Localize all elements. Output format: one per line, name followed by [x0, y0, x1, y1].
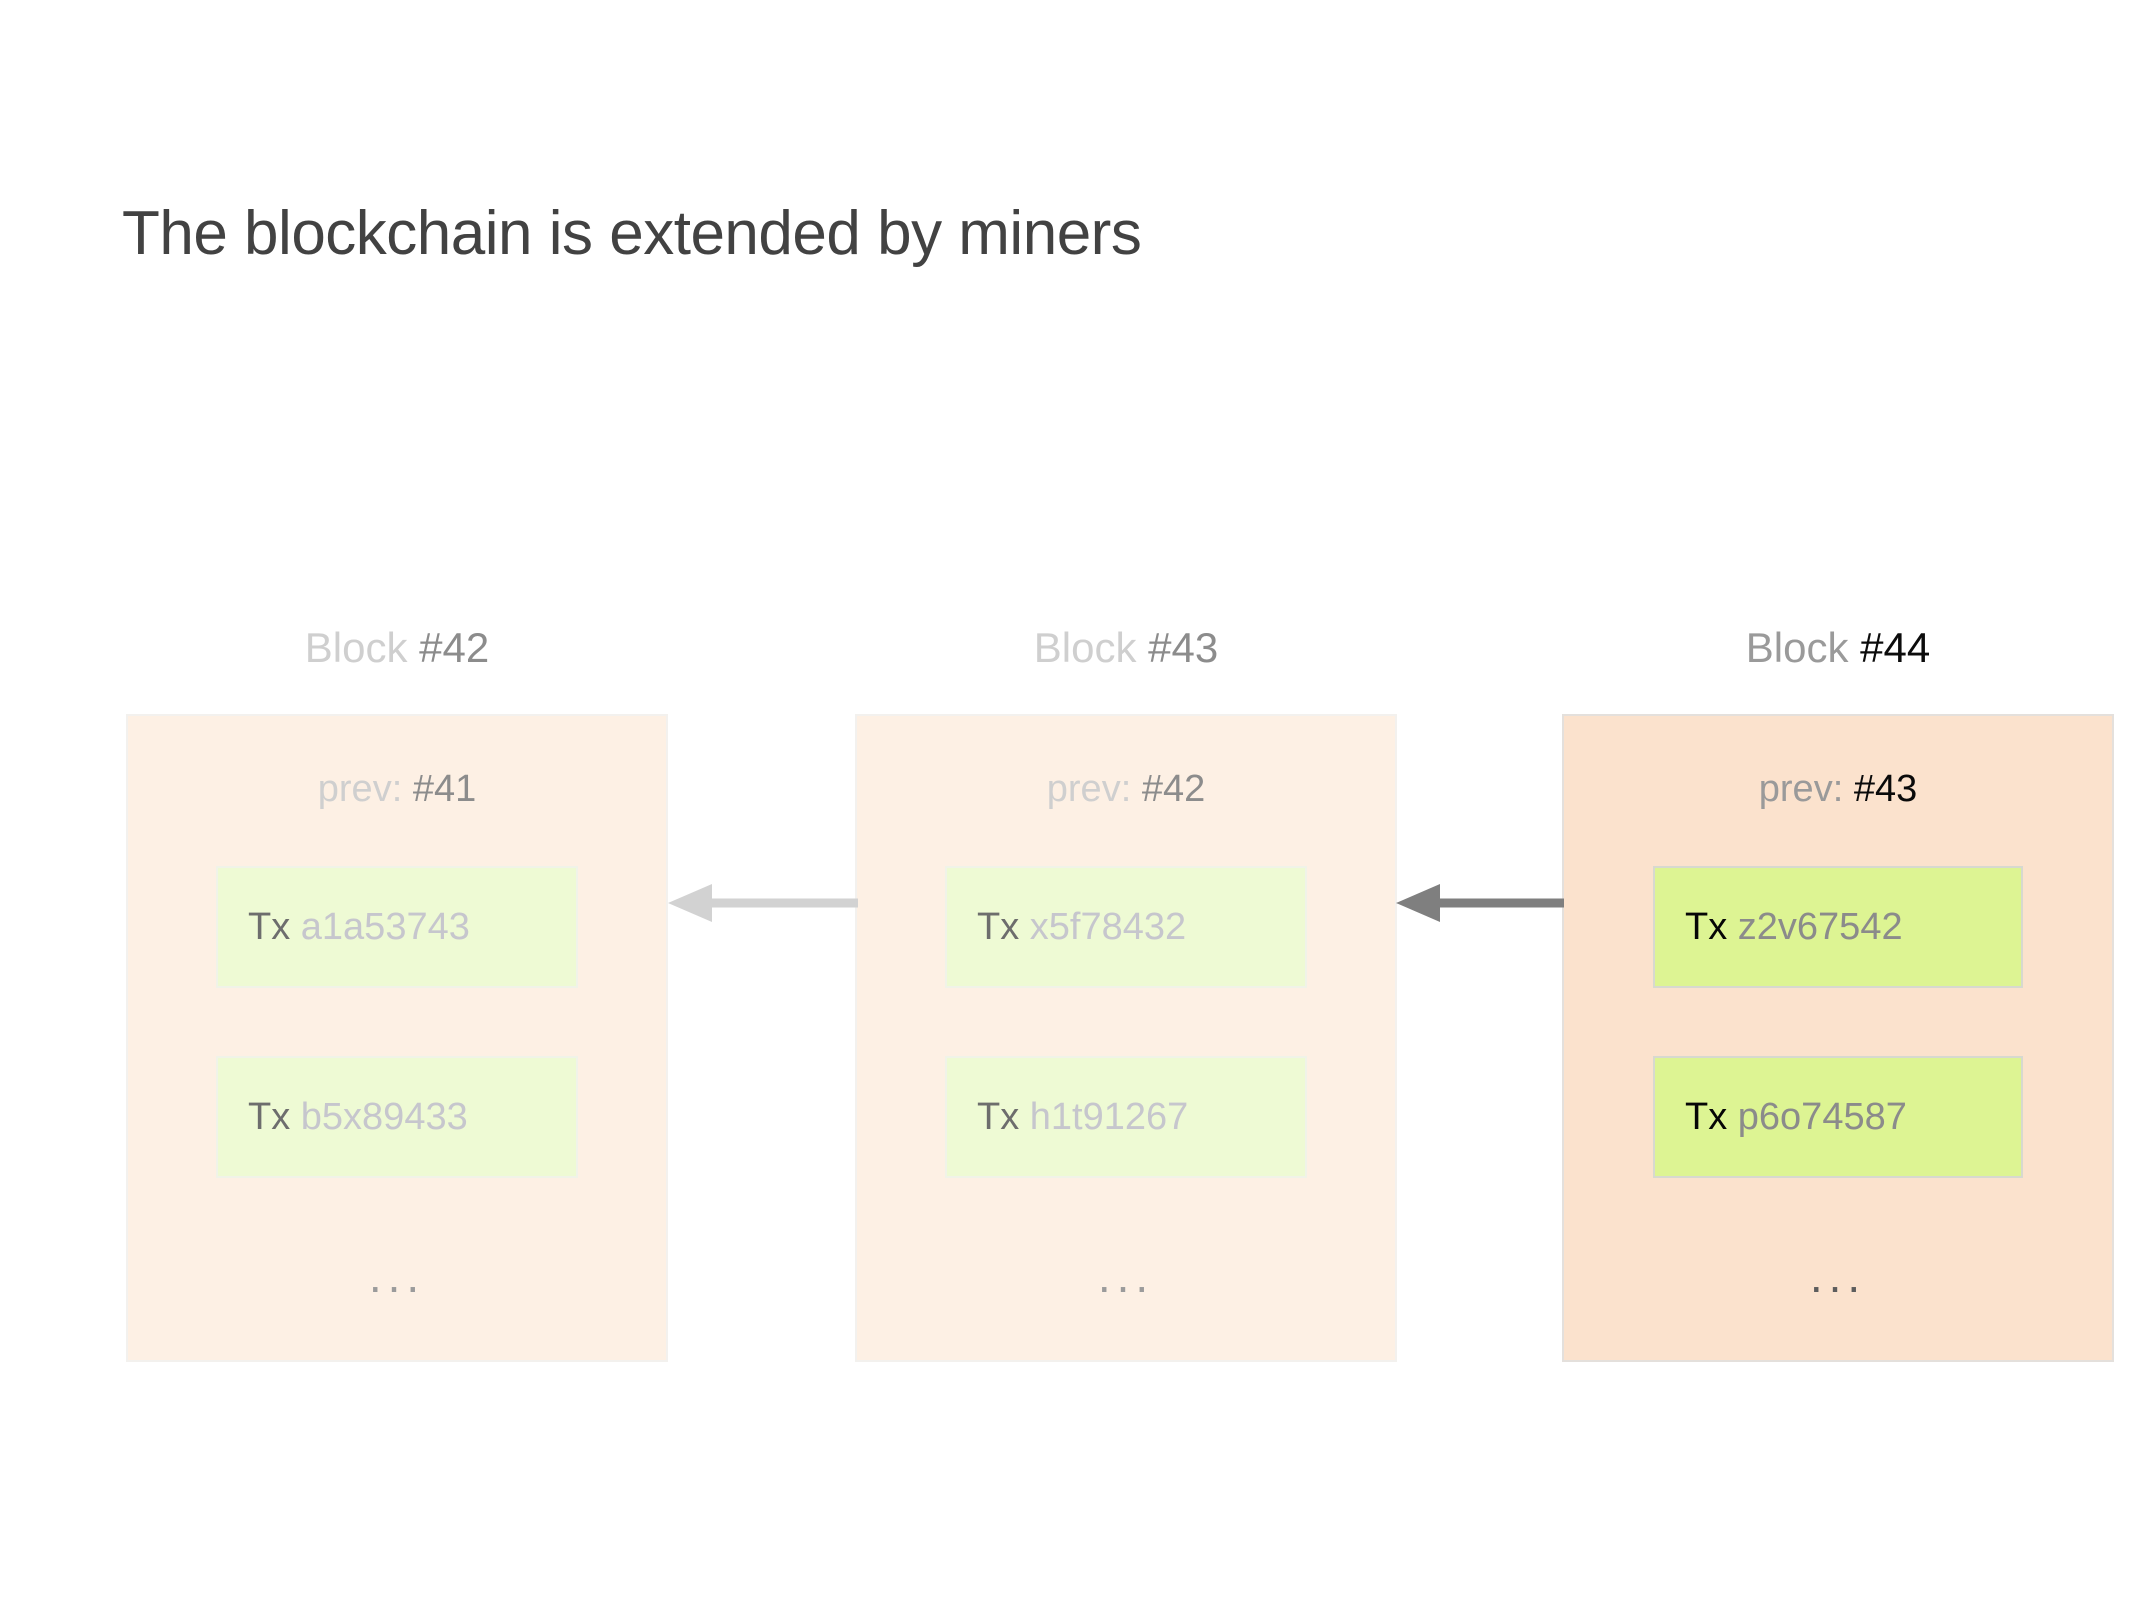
block-box-43[interactable]: prev: #42 Tx x5f78432 Tx h1t91267 ...	[855, 714, 1397, 1362]
block-caption-word: Block	[1745, 624, 1849, 671]
transaction-label: Tx	[248, 905, 291, 948]
transaction-label: Tx	[1685, 905, 1728, 948]
block-column-44: Block #44 prev: #43 Tx z2v67542 Tx p6o74…	[1562, 620, 2114, 1362]
transaction-label: Tx	[977, 1095, 1020, 1138]
prev-label: prev:	[1046, 768, 1132, 810]
prev-hash-line-43: prev: #42	[857, 766, 1395, 812]
block-caption-word: Block	[304, 624, 408, 671]
block-caption-number: #44	[1860, 624, 1931, 671]
arrow-left-icon	[1396, 880, 1564, 926]
arrow-left-icon	[668, 880, 858, 926]
prev-hash-line-42: prev: #41	[128, 766, 666, 812]
block-caption-number: #43	[1148, 624, 1219, 671]
transaction-hash: h1t91267	[1029, 1095, 1189, 1138]
block-box-44[interactable]: prev: #43 Tx z2v67542 Tx p6o74587 ...	[1562, 714, 2114, 1362]
transaction-text: Tx h1t91267	[977, 1096, 1188, 1139]
transaction-ellipsis: ...	[1097, 1250, 1155, 1302]
prev-label: prev:	[1758, 768, 1844, 810]
prev-value: #42	[1141, 768, 1206, 810]
block-column-43: Block #43 prev: #42 Tx x5f78432 Tx h1t91…	[855, 620, 1397, 1362]
prev-value: #41	[412, 768, 477, 810]
transaction-text: Tx x5f78432	[977, 906, 1186, 949]
page-title: The blockchain is extended by miners	[122, 199, 1142, 268]
block-caption-43: Block #43	[855, 620, 1397, 676]
transaction-hash: z2v67542	[1737, 905, 1903, 948]
transaction-ellipsis: ...	[368, 1250, 426, 1302]
transaction-row[interactable]: Tx h1t91267	[945, 1056, 1307, 1178]
transaction-hash: a1a53743	[300, 905, 470, 948]
block-box-42[interactable]: prev: #41 Tx a1a53743 Tx b5x89433 ...	[126, 714, 668, 1362]
transaction-row[interactable]: Tx z2v67542	[1653, 866, 2023, 988]
transaction-row[interactable]: Tx x5f78432	[945, 866, 1307, 988]
transaction-row[interactable]: Tx p6o74587	[1653, 1056, 2023, 1178]
transaction-text: Tx b5x89433	[248, 1096, 468, 1139]
transaction-hash: x5f78432	[1029, 905, 1187, 948]
transaction-row[interactable]: Tx a1a53743	[216, 866, 578, 988]
transaction-ellipsis: ...	[1809, 1250, 1867, 1302]
transaction-text: Tx a1a53743	[248, 906, 470, 949]
block-column-42: Block #42 prev: #41 Tx a1a53743 Tx b5x89…	[126, 620, 668, 1362]
transaction-label: Tx	[977, 905, 1020, 948]
transaction-hash: b5x89433	[300, 1095, 468, 1138]
block-caption-word: Block	[1033, 624, 1137, 671]
transaction-label: Tx	[1685, 1095, 1728, 1138]
block-caption-44: Block #44	[1562, 620, 2114, 676]
transaction-row[interactable]: Tx b5x89433	[216, 1056, 578, 1178]
block-caption-42: Block #42	[126, 620, 668, 676]
prev-value: #43	[1853, 768, 1918, 810]
transaction-hash: p6o74587	[1737, 1095, 1907, 1138]
prev-label: prev:	[317, 768, 403, 810]
block-caption-number: #42	[419, 624, 490, 671]
transaction-label: Tx	[248, 1095, 291, 1138]
transaction-text: Tx z2v67542	[1685, 906, 1903, 949]
transaction-text: Tx p6o74587	[1685, 1096, 1907, 1139]
prev-hash-line-44: prev: #43	[1564, 766, 2112, 812]
